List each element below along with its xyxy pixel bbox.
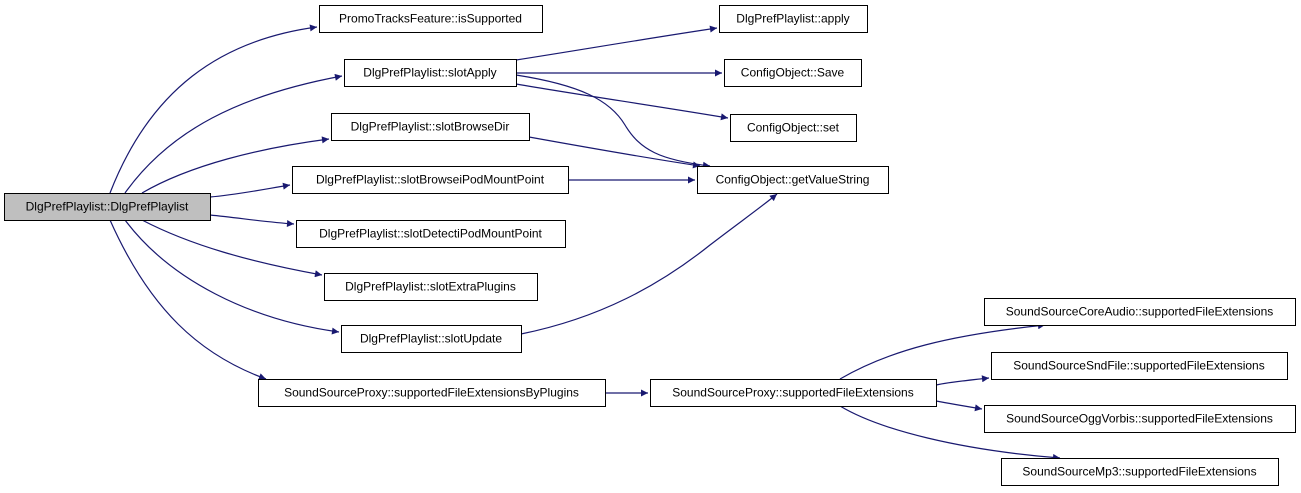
edge-slotUpdate-to-getValueString: [520, 193, 778, 335]
node-root: DlgPrefPlaylist::DlgPrefPlaylist: [4, 193, 211, 221]
node-label: DlgPrefPlaylist::slotBrowseDir: [351, 120, 510, 134]
node-set[interactable]: ConfigObject::set: [730, 114, 857, 142]
node-box: [296, 220, 566, 248]
node-sndFile[interactable]: SoundSourceSndFile::supportedFileExtensi…: [991, 352, 1288, 380]
edge-ssProxy-to-sndFile: [935, 375, 990, 386]
edge-root-to-slotExtra: [141, 219, 323, 278]
node-box: [292, 166, 569, 194]
node-ssProxyPlugins[interactable]: SoundSourceProxy::supportedFileExtension…: [258, 379, 606, 407]
edge-root-to-promo: [109, 24, 318, 194]
node-label: DlgPrefPlaylist::slotApply: [363, 66, 496, 80]
edge-arrow: [839, 405, 1061, 461]
edge-arrow: [124, 219, 340, 335]
node-label: DlgPrefPlaylist::slotUpdate: [360, 332, 502, 346]
node-label: ConfigObject::getValueString: [716, 173, 870, 187]
edge-slotApply-to-set: [515, 83, 729, 121]
node-slotExtra[interactable]: DlgPrefPlaylist::slotExtraPlugins: [324, 273, 538, 301]
node-label: DlgPrefPlaylist::slotBrowseiPodMountPoin…: [316, 173, 545, 187]
node-label: DlgPrefPlaylist::DlgPrefPlaylist: [26, 200, 189, 214]
edge-arrow: [209, 182, 291, 198]
edge-arrow: [515, 74, 711, 169]
node-label: DlgPrefPlaylist::apply: [736, 12, 849, 26]
node-box: [697, 166, 889, 194]
edge-arrow: [209, 214, 295, 228]
edge-arrow: [515, 25, 718, 61]
node-label: SoundSourceMp3::supportedFileExtensions: [1022, 465, 1256, 479]
edge-arrow: [935, 400, 983, 412]
edge-arrow: [839, 322, 1046, 380]
node-getValueString[interactable]: ConfigObject::getValueString: [697, 166, 889, 194]
node-label: DlgPrefPlaylist::slotExtraPlugins: [345, 280, 516, 294]
node-label: SoundSourceCoreAudio::supportedFileExten…: [1006, 305, 1274, 319]
edge-arrow: [935, 375, 990, 386]
edge-arrow: [141, 219, 323, 278]
edge-root-to-slotUpdate: [124, 219, 340, 335]
edges-layer: [109, 24, 1061, 461]
edge-slotApply-to-apply: [515, 25, 718, 61]
node-box: [719, 5, 868, 33]
node-box: [341, 325, 522, 353]
node-coreAudio[interactable]: SoundSourceCoreAudio::supportedFileExten…: [984, 298, 1296, 326]
node-save[interactable]: ConfigObject::Save: [724, 59, 862, 87]
node-box: [1001, 458, 1279, 486]
edge-root-to-slotBrowseDir: [141, 136, 330, 194]
node-label: SoundSourceProxy::supportedFileExtension…: [284, 386, 579, 400]
node-apply[interactable]: DlgPrefPlaylist::apply: [719, 5, 868, 33]
edge-arrow: [109, 219, 267, 380]
node-box: [319, 5, 543, 33]
node-box: [984, 298, 1296, 326]
node-slotUpdate[interactable]: DlgPrefPlaylist::slotUpdate: [341, 325, 522, 353]
node-box: [724, 59, 862, 87]
node-slotBrowseIpod[interactable]: DlgPrefPlaylist::slotBrowseiPodMountPoin…: [292, 166, 569, 194]
edge-arrow: [520, 193, 778, 335]
edge-root-to-slotApply: [124, 73, 343, 194]
node-label: SoundSourceOggVorbis::supportedFileExten…: [1006, 412, 1273, 426]
node-mp3[interactable]: SoundSourceMp3::supportedFileExtensions: [1001, 458, 1279, 486]
node-label: DlgPrefPlaylist::slotDetectiPodMountPoin…: [319, 227, 542, 241]
edge-root-to-slotDetectIpod: [209, 214, 295, 228]
node-box: [4, 193, 211, 221]
edge-ssProxy-to-coreAudio: [839, 322, 1046, 380]
edge-arrow: [124, 73, 343, 194]
node-promo[interactable]: PromoTracksFeature::isSupported: [319, 5, 543, 33]
edge-slotApply-to-getValueString: [515, 74, 711, 169]
node-ssProxy[interactable]: SoundSourceProxy::supportedFileExtension…: [650, 379, 937, 407]
edge-slotBrowseDir-to-getValueString: [528, 136, 701, 169]
node-label: SoundSourceSndFile::supportedFileExtensi…: [1013, 359, 1264, 373]
node-box: [730, 114, 857, 142]
node-box: [258, 379, 606, 407]
edge-arrow: [528, 136, 701, 169]
node-box: [344, 59, 517, 87]
node-box: [984, 405, 1296, 433]
edge-arrow: [515, 83, 729, 121]
node-label: PromoTracksFeature::isSupported: [339, 12, 522, 26]
node-box: [331, 113, 530, 141]
node-label: ConfigObject::Save: [741, 66, 845, 80]
node-slotDetectIpod[interactable]: DlgPrefPlaylist::slotDetectiPodMountPoin…: [296, 220, 566, 248]
edge-root-to-ssProxyPlugins: [109, 219, 267, 380]
edge-ssProxy-to-oggVorbis: [935, 400, 983, 412]
node-label: ConfigObject::set: [747, 121, 840, 135]
edge-arrow: [109, 24, 318, 194]
edge-root-to-slotBrowseIpod: [209, 182, 291, 198]
edge-ssProxy-to-mp3: [839, 405, 1061, 461]
node-oggVorbis[interactable]: SoundSourceOggVorbis::supportedFileExten…: [984, 405, 1296, 433]
node-slotApply[interactable]: DlgPrefPlaylist::slotApply: [344, 59, 517, 87]
node-box: [324, 273, 538, 301]
node-box: [650, 379, 937, 407]
nodes-layer: DlgPrefPlaylist::DlgPrefPlaylist PromoTra…: [4, 5, 1296, 486]
edge-arrow: [141, 136, 330, 194]
node-box: [991, 352, 1288, 380]
node-label: SoundSourceProxy::supportedFileExtension…: [672, 386, 913, 400]
node-slotBrowseDir[interactable]: DlgPrefPlaylist::slotBrowseDir: [331, 113, 530, 141]
